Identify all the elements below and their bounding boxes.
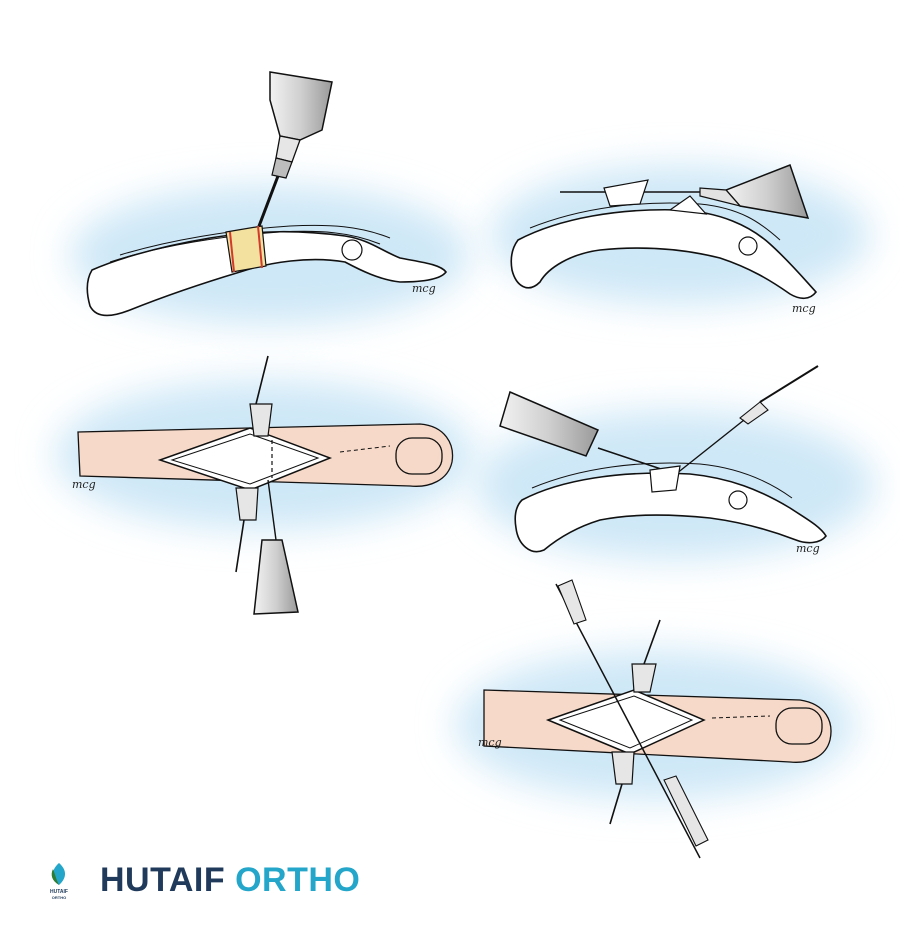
illustrator-signature: mcg: [412, 282, 436, 295]
illustrator-signature: mcg: [478, 736, 502, 749]
bone-wedge: [649, 465, 681, 493]
panel-wedge-drill: mcg: [490, 164, 870, 315]
brand-mark-icon: HUTAIF ORTHO: [50, 863, 68, 900]
cut-line: [257, 225, 263, 269]
panel-dorsal-exposure: mcg: [55, 355, 475, 615]
panel-wire-insertion: mcg: [475, 365, 875, 560]
bone-saw-icon: [254, 71, 333, 235]
panel-osteotomy-saw: mcg: [70, 71, 470, 325]
finger-bone: [514, 472, 827, 553]
incision: [157, 427, 333, 491]
bone-wedge: [603, 179, 649, 207]
fingernail: [395, 437, 443, 475]
bone-graft: [225, 225, 267, 273]
bone-wedge: [668, 195, 708, 215]
drill-icon: [253, 479, 299, 615]
k-wire-icon: [555, 579, 709, 859]
illustrator-signature: mcg: [72, 478, 96, 491]
brand-word-primary: HUTAIF: [100, 860, 226, 899]
drill-icon: [560, 164, 810, 219]
illustrator-signature: mcg: [796, 542, 820, 555]
brand-word-accent: ORTHO: [235, 860, 361, 899]
k-wire-icon: [499, 365, 819, 475]
cut-line: [229, 231, 235, 273]
illustrator-signature: mcg: [792, 302, 816, 315]
logo-caption: HUTAIF: [50, 889, 68, 895]
retractor-icon: [609, 619, 661, 825]
panel-fixation-dorsal: mcg: [455, 579, 855, 859]
retractor-icon: [235, 355, 273, 573]
brand-name: HUTAIF ORTHO: [100, 861, 360, 900]
brand-logo-block: HUTAIF ORTHO HUTAIF ORTHO: [42, 850, 360, 910]
incision: [545, 689, 706, 755]
logo-subcaption: ORTHO: [52, 895, 66, 900]
fingernail: [775, 707, 823, 745]
